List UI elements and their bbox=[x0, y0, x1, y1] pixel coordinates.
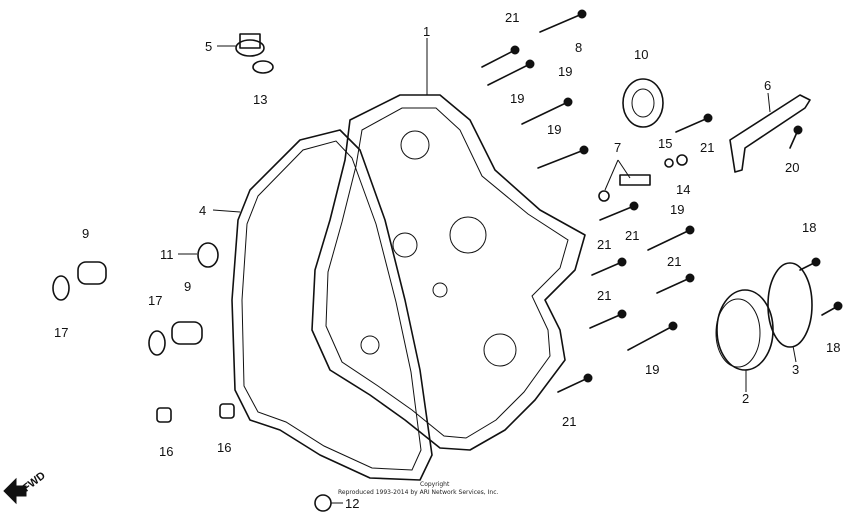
leader-6 bbox=[767, 92, 771, 113]
label-19-c: 19 bbox=[547, 122, 561, 137]
label-9-upper: 9 bbox=[82, 226, 89, 241]
label-18-upper: 18 bbox=[802, 220, 816, 235]
case-boss-6 bbox=[432, 282, 448, 298]
label-1: 1 bbox=[423, 24, 430, 39]
transmission-case bbox=[311, 94, 586, 451]
label-16-left: 16 bbox=[159, 444, 173, 459]
label-19-d: 19 bbox=[670, 202, 684, 217]
label-2: 2 bbox=[742, 391, 749, 406]
bolt-19-e bbox=[627, 321, 678, 351]
bolt-21-f bbox=[589, 309, 627, 329]
label-18-lower: 18 bbox=[826, 340, 840, 355]
fwd-arrow-icon bbox=[3, 477, 27, 505]
bolt-18-a bbox=[799, 257, 821, 271]
sensor bbox=[598, 174, 651, 202]
label-21-a: 21 bbox=[505, 10, 519, 25]
label-17-lower: 17 bbox=[148, 293, 162, 308]
case-boss-5 bbox=[360, 335, 380, 355]
case-boss-4 bbox=[483, 333, 517, 367]
label-21-d: 21 bbox=[597, 237, 611, 252]
breather-cap bbox=[235, 33, 265, 57]
bolt-18-b bbox=[821, 301, 843, 316]
bolt-19-a bbox=[487, 59, 535, 86]
leader-7b bbox=[617, 159, 631, 179]
leader-7a bbox=[604, 159, 619, 191]
label-19-a: 19 bbox=[510, 91, 524, 106]
label-14: 14 bbox=[676, 182, 690, 197]
label-13: 13 bbox=[253, 92, 267, 107]
label-21-b: 21 bbox=[700, 140, 714, 155]
label-12: 12 bbox=[345, 496, 359, 511]
label-17-upper: 17 bbox=[54, 325, 68, 340]
label-5: 5 bbox=[205, 39, 212, 54]
bolt-19-c bbox=[537, 145, 589, 169]
dowel-pin-right bbox=[219, 403, 235, 419]
drain-plug bbox=[314, 494, 332, 512]
label-3: 3 bbox=[792, 362, 799, 377]
bolt-19-d bbox=[647, 225, 695, 251]
bolt-21-c bbox=[599, 201, 639, 221]
label-8: 8 bbox=[575, 40, 582, 55]
bolt-21-b bbox=[675, 113, 713, 133]
label-21-g: 21 bbox=[562, 414, 576, 429]
copyright-line-2: Reproduced 1993-2014 by ARI Network Serv… bbox=[338, 489, 498, 496]
o-ring-17-upper bbox=[52, 275, 70, 301]
case-boss-3 bbox=[392, 232, 418, 258]
bolt-21-e bbox=[656, 273, 695, 294]
label-15: 15 bbox=[658, 136, 672, 151]
sleeve-9-lower bbox=[171, 321, 203, 345]
case-boss-2 bbox=[449, 216, 487, 254]
bracket bbox=[729, 94, 811, 173]
label-9-lower: 9 bbox=[184, 279, 191, 294]
label-4: 4 bbox=[199, 203, 206, 218]
bolt-21-g bbox=[557, 373, 593, 393]
gasket bbox=[231, 129, 433, 481]
leader-3 bbox=[792, 345, 797, 363]
o-ring-17-lower bbox=[148, 330, 166, 356]
label-19-e: 19 bbox=[645, 362, 659, 377]
label-20: 20 bbox=[785, 160, 799, 175]
washer-14 bbox=[676, 154, 688, 166]
case-boss-1 bbox=[400, 130, 430, 160]
label-19-b: 19 bbox=[558, 64, 572, 79]
bolt-20 bbox=[789, 125, 803, 149]
label-7: 7 bbox=[614, 140, 621, 155]
leader-4 bbox=[212, 209, 241, 213]
label-21-e: 21 bbox=[667, 254, 681, 269]
seal-11 bbox=[197, 242, 219, 268]
sleeve-9-upper bbox=[77, 261, 107, 285]
dowel-pin-left bbox=[156, 407, 172, 423]
bolt-19-b bbox=[521, 97, 573, 125]
case-flange bbox=[325, 107, 569, 439]
label-21-c: 21 bbox=[625, 228, 639, 243]
copyright-line-1: Copyright bbox=[420, 481, 450, 488]
washer-15 bbox=[664, 158, 674, 168]
bolt-21-a bbox=[481, 45, 520, 68]
oil-seal bbox=[622, 78, 664, 128]
label-6: 6 bbox=[764, 78, 771, 93]
fwd-label: FWD bbox=[21, 470, 48, 495]
bolt-8 bbox=[539, 9, 587, 33]
bolt-21-d bbox=[591, 257, 627, 276]
label-11: 11 bbox=[160, 247, 174, 262]
label-21-f: 21 bbox=[597, 288, 611, 303]
o-ring-13 bbox=[252, 60, 274, 74]
label-16-right: 16 bbox=[217, 440, 231, 455]
side-cover bbox=[715, 289, 774, 371]
cover-gasket bbox=[767, 262, 813, 348]
gasket-inner bbox=[241, 140, 422, 471]
label-10: 10 bbox=[634, 47, 648, 62]
